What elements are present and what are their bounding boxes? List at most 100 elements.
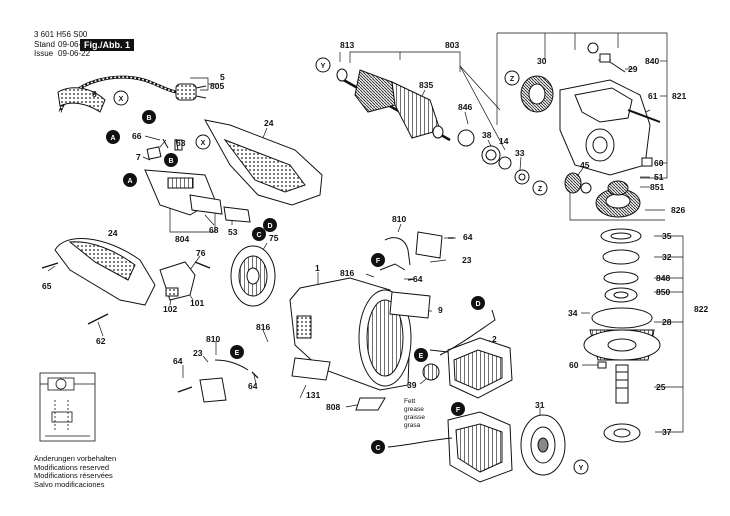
- connector-z2: Z: [532, 180, 548, 196]
- connector-b1: B: [142, 110, 156, 124]
- label-29: 29: [628, 64, 638, 74]
- label-38: 38: [482, 130, 492, 140]
- label-826: 826: [671, 205, 685, 215]
- part-number-labels: 5 805 6 66 63 7 24 804 68 53 75 24 76 65…: [42, 40, 708, 437]
- connector-y2: Y: [573, 459, 589, 475]
- label-816a: 816: [340, 268, 354, 278]
- parts: [41, 42, 661, 483]
- svg-text:D: D: [475, 301, 480, 308]
- svg-text:E: E: [235, 350, 240, 357]
- bearing-stack: [600, 228, 642, 303]
- label-23a: 23: [462, 255, 472, 265]
- connector-e1: E: [230, 345, 244, 359]
- label-31: 31: [535, 400, 545, 410]
- label-62: 62: [96, 336, 106, 346]
- label-23b: 23: [193, 348, 203, 358]
- label-813: 813: [340, 40, 354, 50]
- part-number: 3 601 H56 S00: [34, 30, 88, 39]
- label-53: 53: [228, 227, 238, 237]
- connector-x1: X: [113, 90, 129, 106]
- issue-date: 09-06-22: [58, 49, 91, 58]
- label-25: 25: [656, 382, 666, 392]
- label-61: 61: [648, 91, 658, 101]
- svg-text:grease: grease: [404, 406, 424, 413]
- label-2: 2: [492, 334, 497, 344]
- label-131: 131: [306, 390, 320, 400]
- label-850: 850: [656, 287, 670, 297]
- field-coil: [447, 411, 513, 483]
- stand-date: 09-06-22: [58, 40, 91, 49]
- label-6: 6: [92, 89, 97, 99]
- label-33: 33: [515, 148, 525, 158]
- label-14: 14: [499, 136, 509, 146]
- connector-f1: F: [371, 253, 385, 267]
- bearing-flange-822: [583, 307, 661, 361]
- svg-text:C: C: [256, 232, 261, 239]
- label-75: 75: [269, 233, 279, 243]
- label-65: 65: [42, 281, 52, 291]
- svg-text:Z: Z: [538, 186, 543, 193]
- label-1: 1: [315, 263, 320, 273]
- armature: [336, 68, 451, 142]
- label-64b: 64: [413, 274, 423, 284]
- switch-assembly: [144, 146, 223, 216]
- label-821: 821: [672, 91, 686, 101]
- grease-note: Fett grease graisse grasa: [404, 398, 425, 429]
- bearings-upper: [457, 129, 530, 185]
- label-5: 5: [220, 72, 225, 82]
- label-840: 840: [645, 56, 659, 66]
- svg-text:B: B: [168, 158, 173, 165]
- label-66: 66: [132, 131, 142, 141]
- svg-text:graisse: graisse: [404, 414, 425, 421]
- svg-text:E: E: [419, 353, 424, 360]
- connector-y1: Y: [315, 57, 331, 73]
- screws: [41, 237, 454, 393]
- svg-text:Y: Y: [579, 465, 584, 472]
- svg-text:Y: Y: [321, 63, 326, 70]
- wires: [214, 237, 496, 448]
- svg-text:grasa: grasa: [404, 422, 421, 429]
- label-9: 9: [438, 305, 443, 315]
- label-68: 68: [209, 225, 219, 235]
- label-64c: 64: [173, 356, 183, 366]
- label-64d: 64: [248, 381, 258, 391]
- label-28: 28: [662, 317, 672, 327]
- gear-housing: [559, 79, 651, 176]
- footer-notes: Änderungen vorbehalten Modifications res…: [34, 454, 116, 489]
- label-805: 805: [210, 81, 224, 91]
- label-51: 51: [654, 172, 664, 182]
- label-101: 101: [190, 298, 204, 308]
- switch-parts: [162, 138, 251, 223]
- connector-b2: B: [164, 153, 178, 167]
- pinion-and-crown: [564, 172, 641, 218]
- svg-text:B: B: [146, 115, 151, 122]
- label-803: 803: [445, 40, 459, 50]
- label-60b: 60: [569, 360, 579, 370]
- svg-text:X: X: [119, 96, 124, 103]
- label-32: 32: [662, 252, 672, 262]
- label-102: 102: [163, 304, 177, 314]
- label-846: 846: [458, 102, 472, 112]
- connector-c1: C: [252, 227, 266, 241]
- label-45: 45: [580, 160, 590, 170]
- label-24a: 24: [264, 118, 274, 128]
- connector-e2: E: [414, 348, 428, 362]
- label-37: 37: [662, 427, 672, 437]
- footer-line: Salvo modificaciones: [34, 479, 105, 489]
- label-848: 848: [656, 273, 670, 283]
- label-76: 76: [196, 248, 206, 258]
- footer-line: Modifications réservées: [34, 471, 113, 481]
- label-851: 851: [650, 182, 664, 192]
- label-39: 39: [407, 380, 417, 390]
- connector-z1: Z: [504, 70, 520, 86]
- label-835: 835: [419, 80, 433, 90]
- brush-holder: [159, 261, 196, 301]
- stand-label: Stand: [34, 40, 55, 49]
- label-24b: 24: [108, 228, 118, 238]
- label-810b: 810: [206, 334, 220, 344]
- svg-text:Fett: Fett: [404, 398, 415, 405]
- handle-lower: [54, 238, 156, 306]
- label-816b: 816: [256, 322, 270, 332]
- connector-d1: D: [263, 218, 277, 232]
